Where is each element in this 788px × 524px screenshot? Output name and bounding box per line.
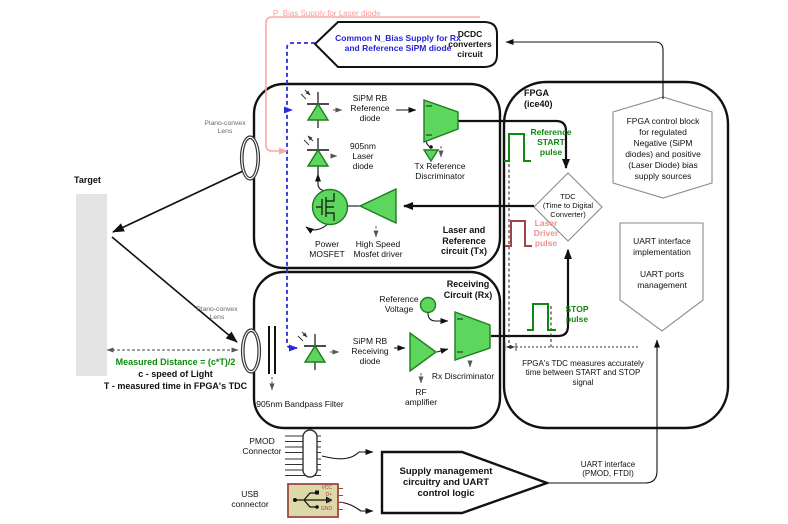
usb-label: USB connector [231,489,269,510]
mosfet-driver-icon [358,187,397,225]
beam-tx-to-target [112,170,244,233]
dcdc-label: DCDC converters circuit [448,29,492,60]
wire-usb-to-supply [339,501,374,514]
sipm-receiving-diode-icon [297,331,327,370]
wire-amp-to-discriminator [436,348,449,354]
laser-diode-label: 905nm Laser diode [350,141,376,172]
usb-pin-dplus: D+ [325,492,332,498]
start-pulse-icon [504,133,531,162]
wire-stop-pulse [491,249,572,338]
rf-amp-label: RF amplifier [404,387,438,408]
tdc-note-label: FPGA's TDC measures accurately time betw… [522,359,644,387]
bandpass-filter-label: 905nm Bandpass Filter [256,399,344,409]
tx-discriminator-label: Tx Reference Discriminator [414,161,466,182]
uart-block-label: UART interface implementation UART ports… [633,236,691,290]
stop-pulse-label: STOP pulse [565,304,589,325]
threshold-icon [422,149,440,163]
wire-supply-to-uart-block [547,339,660,484]
laser-diode-icon [304,136,330,174]
tx-discriminator-ticks [426,105,432,136]
stop-pulse-icon [527,303,556,331]
rx-discriminator-ticks [457,318,463,353]
wire-ref-voltage [427,312,449,324]
supply-mgmt-label: Supply management circuitry and UART con… [399,466,493,500]
wire-start-pulse [458,119,570,169]
usb-pin-vcc: VCC [321,485,332,491]
target-label: Target [74,175,101,185]
speed-of-light-label: c - speed of Light [138,369,213,379]
pmod-label: PMOD Connector [242,436,282,457]
driver-label: High Speed Mosfet driver [353,239,403,260]
n-bias-label: Common N_Bias Supply for Rx and Referenc… [335,33,461,54]
tx-discriminator-icon [423,99,459,144]
wire-fpga-control-to-dcdc [505,39,664,99]
measured-time-label: T - measured time in FPGA's TDC [103,381,248,391]
target-rect [76,194,107,376]
beam-target-to-rx [111,236,238,343]
fpga-control-label: FPGA control block for regulated Negativ… [625,116,701,181]
pmod-connector-icon [285,429,321,478]
reference-voltage-icon [419,296,437,314]
uart-block [619,222,704,332]
sipm-reference-diode-icon [300,89,330,128]
uart-iface-label: UART interface (PMOD, FTDI) [580,460,636,479]
start-pulse-label: Reference START pulse [530,127,572,158]
power-mosfet-icon [311,188,349,226]
rf-amplifier-icon [409,331,438,373]
p-bias-line [265,16,480,155]
rx-circuit-title: Receiving Circuit (Rx) [443,279,493,300]
supply-management-block [380,450,551,515]
wire-pmod-to-supply [321,449,374,460]
usb-pin-dminus: D- [326,499,332,505]
threshold-node [429,145,433,149]
lens-top-label: Plano-convex Lens [204,120,246,136]
wire-mosfet-source [305,223,329,234]
plano-convex-lens-bottom-icon [240,328,262,374]
lens-bottom-label: Plano-convex Lens [196,306,238,322]
fpga-title: FPGA (ice40) [524,88,553,109]
sipm-ref-label: SiPM RB Reference diode [350,93,390,124]
usb-pin-gnd: GND [320,506,332,512]
rx-discriminator-icon [454,310,491,361]
dcdc-converters-block [313,21,498,68]
usb-connector-icon [287,483,343,518]
measured-distance-label: Measured Distance = (c*T)/2 [115,357,236,367]
n-bias-line [286,42,315,352]
laser-driver-pulse-label: Laser Driver pulse [533,218,559,249]
tx-circuit-title: Laser and Reference circuit (Tx) [440,225,487,257]
sipm-rx-label: SiPM RB Receiving diode [351,336,389,367]
tdc-diamond [533,172,603,242]
bandpass-filter-icon [268,326,276,374]
tdc-label: TDC (Time to Digital Converter) [542,192,594,219]
laser-driver-pulse-icon [505,220,532,247]
time-interval-ticks [504,343,517,351]
plano-convex-lens-top-icon [239,135,261,181]
power-mosfet-label: Power MOSFET [309,239,345,260]
ref-voltage-label: Reference Voltage [379,294,419,315]
rx-discriminator-label: Rx Discriminator [431,371,495,381]
p-bias-label: P_Bias Supply for Laser diode [273,9,381,18]
